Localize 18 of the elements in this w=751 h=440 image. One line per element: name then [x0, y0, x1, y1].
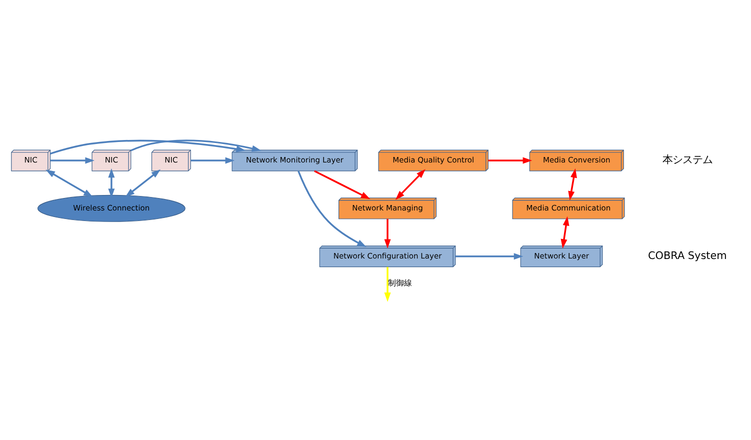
- arrow: [50, 157, 94, 164]
- arrow: [108, 168, 115, 198]
- arrow: [298, 170, 366, 248]
- arrow: [190, 157, 235, 164]
- arrow: [488, 157, 532, 164]
- arrow: [560, 216, 570, 248]
- arrow: [130, 140, 262, 152]
- arrow: [384, 218, 391, 248]
- arrow: [384, 266, 391, 302]
- arrow: [314, 170, 370, 200]
- arrow: [50, 140, 246, 154]
- arrow: [46, 170, 93, 198]
- label: 本システム: [662, 154, 712, 166]
- arrow: [568, 168, 577, 201]
- arrow: [395, 169, 426, 200]
- label: COBRA System: [648, 250, 727, 262]
- arrow: [125, 169, 161, 198]
- arrow: [456, 253, 524, 260]
